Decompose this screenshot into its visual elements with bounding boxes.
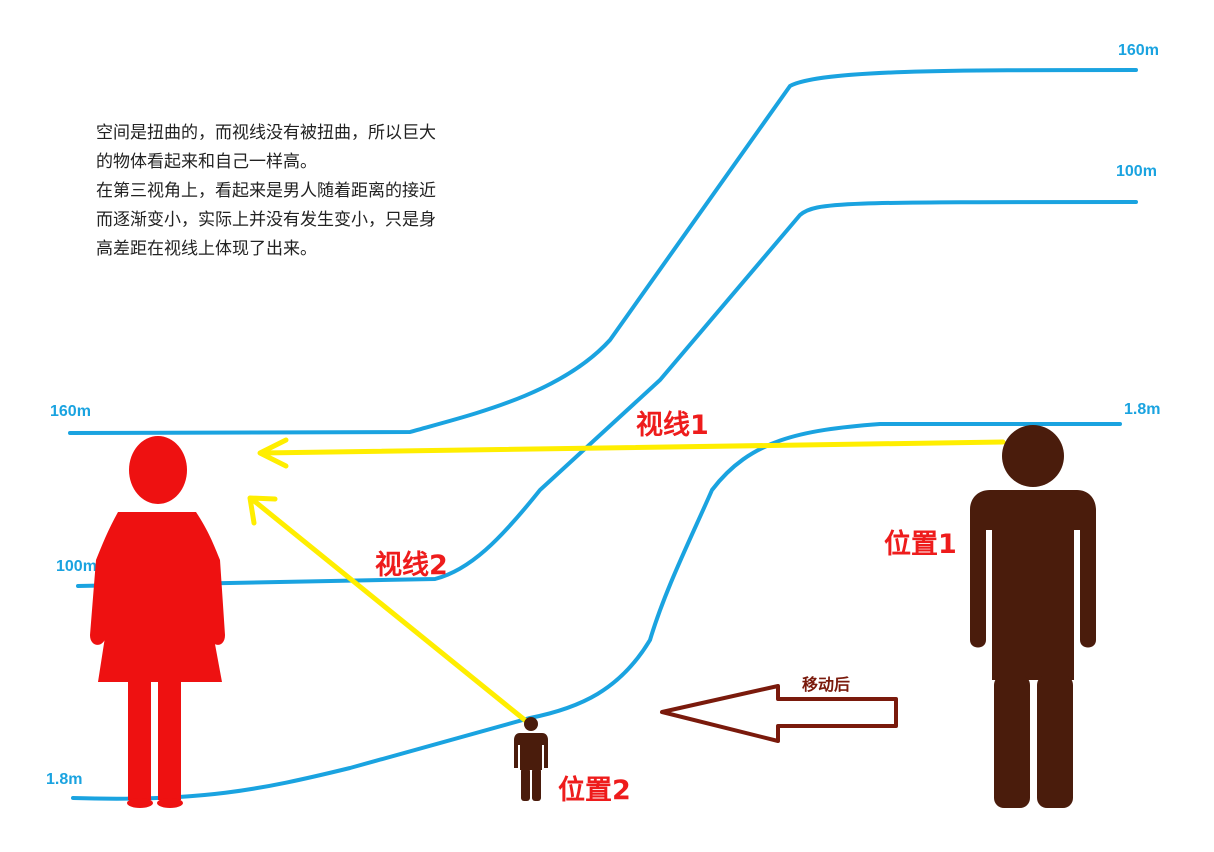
sightline-1	[257, 437, 1006, 469]
contour-line-100m	[76, 200, 1138, 588]
sightline-2-arrowhead	[247, 495, 278, 526]
woman-right-leg	[158, 680, 181, 800]
man-large-left-leg	[994, 675, 1030, 808]
man-large-head	[1002, 425, 1064, 487]
sightlines	[247, 437, 1006, 724]
man-figure-large	[970, 425, 1096, 808]
description-text: 空间是扭曲的，而视线没有被扭曲，所以巨大的物体看起来和自己一样高。 在第三视角上…	[96, 119, 446, 264]
position-1-label: 位置1	[884, 528, 957, 560]
man-small-torso	[514, 733, 548, 770]
move-arrow-label: 移动后	[802, 675, 850, 694]
man-small-left-leg	[521, 768, 530, 801]
level-label-middle-right: 100m	[1116, 163, 1157, 180]
woman-right-foot	[157, 798, 183, 808]
sightline-1-arrowhead	[257, 437, 289, 469]
move-arrow-outline	[660, 684, 898, 743]
contour-line-160m	[68, 68, 1138, 435]
level-label-bottom-left: 1.8m	[46, 771, 82, 788]
level-label-top-left: 160m	[50, 403, 91, 420]
red-labels: 视线1 视线2 位置1 位置2	[375, 410, 957, 806]
woman-left-leg	[128, 680, 151, 800]
contour-lines	[68, 68, 1138, 801]
woman-figure	[90, 436, 225, 808]
position-2-label: 位置2	[558, 774, 631, 806]
sightline-2	[247, 495, 529, 724]
sightline-2-label: 视线2	[375, 550, 448, 581]
man-large-right-leg	[1037, 675, 1073, 808]
woman-left-foot	[127, 798, 153, 808]
level-label-top-right: 160m	[1118, 42, 1159, 59]
level-labels: 160m 100m 1.8m 160m 100m 1.8m	[46, 42, 1160, 788]
description-paragraph-1: 空间是扭曲的，而视线没有被扭曲，所以巨大的物体看起来和自己一样高。	[96, 123, 436, 172]
move-arrow: 移动后	[660, 675, 898, 743]
woman-head	[129, 436, 187, 504]
level-label-bottom-right: 1.8m	[1124, 401, 1160, 418]
man-figure-small	[514, 717, 548, 801]
description-paragraph-2: 在第三视角上，看起来是男人随着距离的接近而逐渐变小，实际上并没有发生变小，只是身…	[96, 181, 436, 259]
contour-line-1-8m	[71, 422, 1122, 801]
sightline-1-label: 视线1	[636, 410, 709, 441]
man-small-head	[524, 717, 538, 731]
man-large-torso	[970, 490, 1096, 680]
woman-dress	[90, 512, 225, 682]
level-label-middle-left: 100m	[56, 558, 97, 575]
sightline-2-shaft	[250, 497, 529, 724]
man-small-right-leg	[532, 768, 541, 801]
sightline-1-shaft	[259, 439, 1006, 456]
